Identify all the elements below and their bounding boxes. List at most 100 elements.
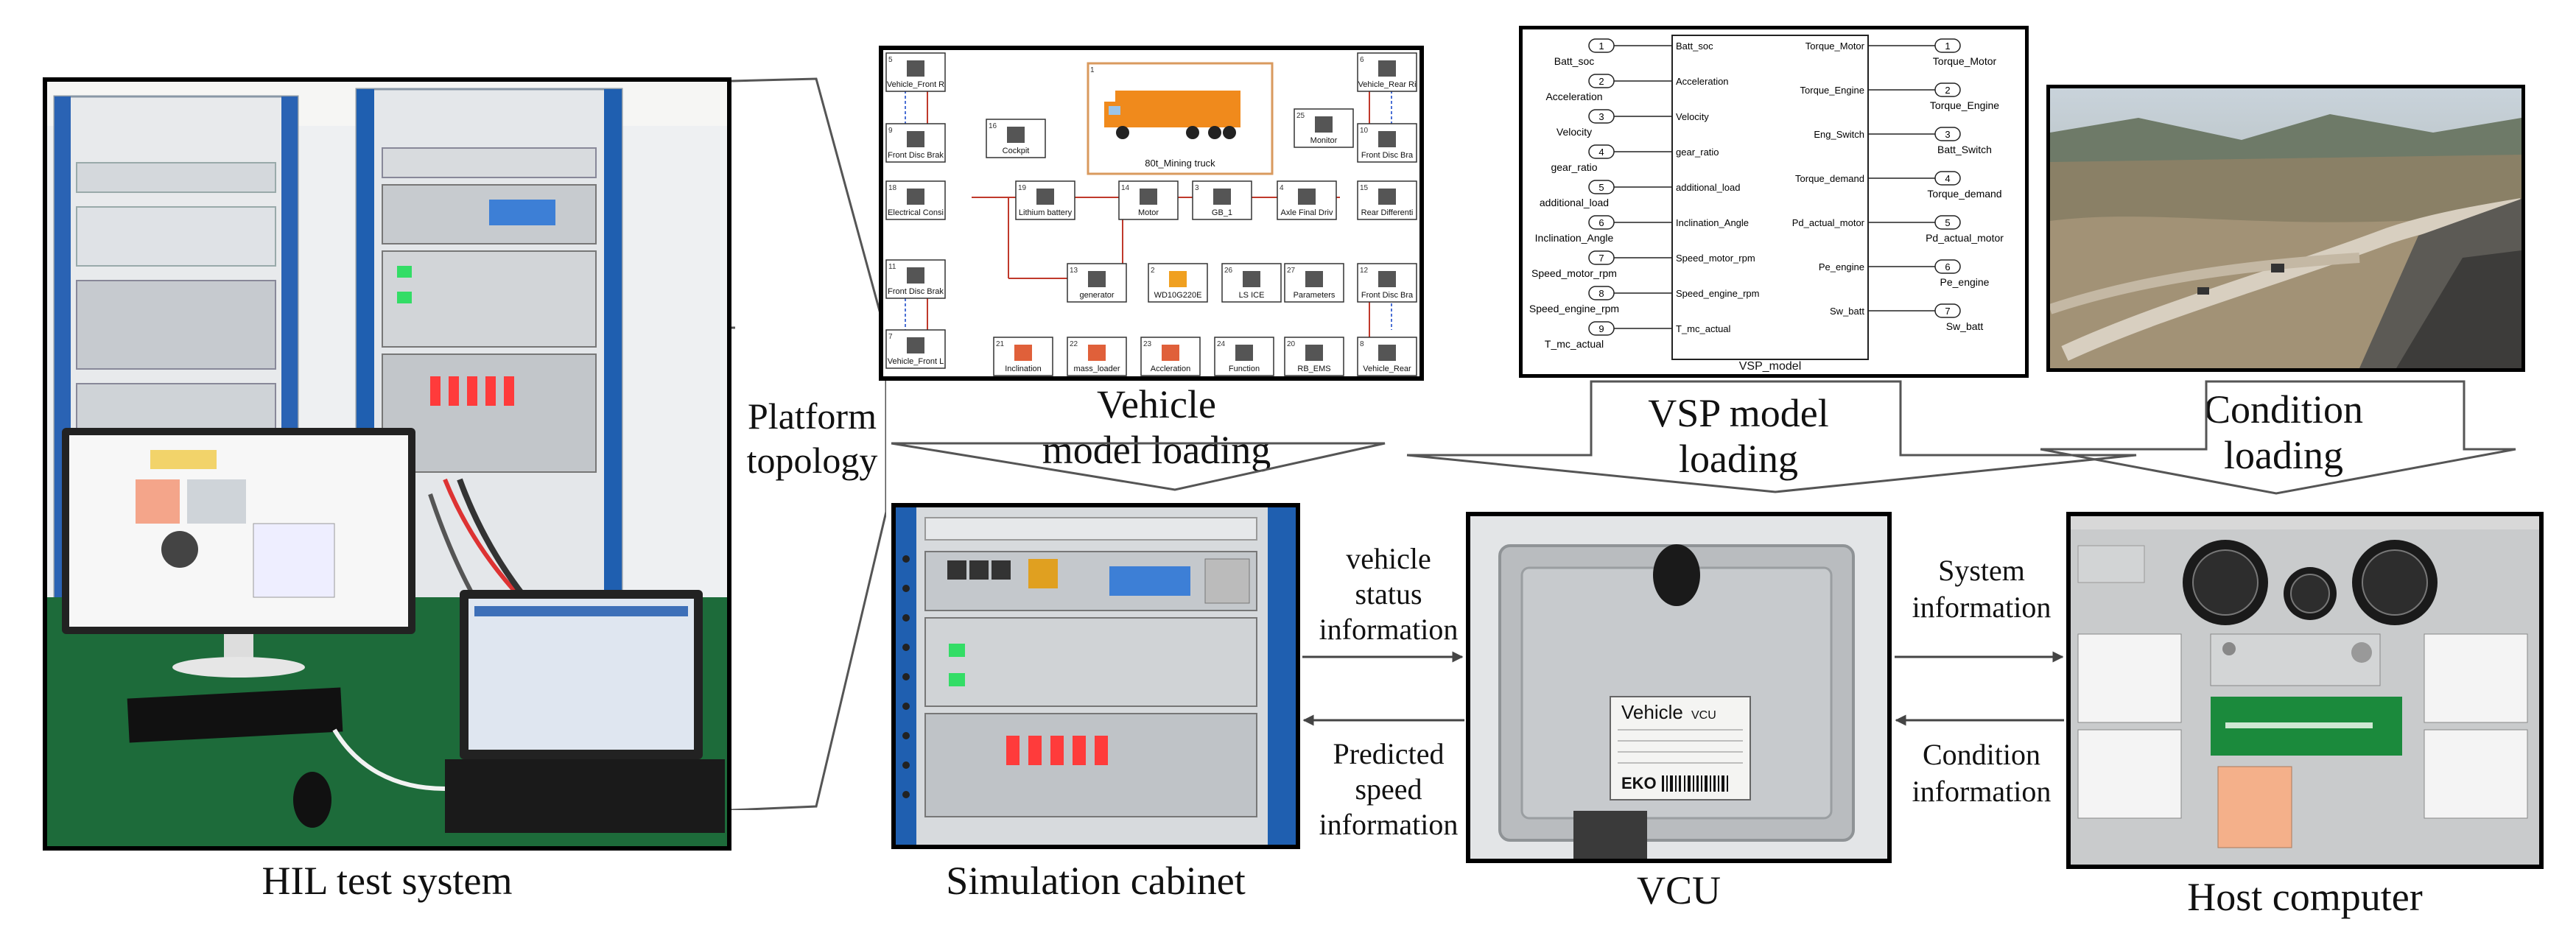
vehicle-model-block-number: 24 [1217, 340, 1226, 348]
vehicle-model-block-icon [1213, 189, 1231, 205]
vsp-output-name: Pe_engine [1940, 276, 1990, 288]
vehicle-model-block-icon [1378, 189, 1396, 205]
vsp-output-name: Torque_Engine [1930, 99, 1999, 111]
vsp-output-port-number: 7 [1945, 306, 1950, 317]
vsp-output-port-label: Pe_engine [1819, 261, 1864, 272]
vsp-model-svg: VSP_model 1Batt_socBatt_soc2Acceleration… [1529, 35, 2004, 373]
vehicle-model-block-icon [1305, 345, 1323, 361]
vehicle-model-block-number: 22 [1070, 340, 1078, 348]
vsp-input-port-number: 3 [1598, 111, 1604, 122]
vehicle-model-block-icon [1088, 345, 1106, 361]
predicted-speed-line2: speed [1355, 773, 1422, 806]
vsp-model-loading-line2: loading [1679, 437, 1798, 481]
vsp-input-name: additional_load [1540, 197, 1609, 208]
vsp-output-port-oval [1934, 127, 1961, 141]
vsp-input-port-number: 2 [1598, 76, 1604, 87]
system-info-line1: System [1938, 554, 2025, 587]
vehicle-model-block-label: generator [1079, 291, 1114, 300]
vehicle-model-block-number: 20 [1287, 340, 1296, 348]
caption-hil-test-system: HIL test system [262, 859, 513, 903]
vsp-output-name: Sw_batt [1946, 320, 1984, 332]
condition-info-line2: information [1912, 775, 2052, 808]
vsp-output-port-label: Torque_Motor [1805, 41, 1865, 52]
vehicle-model-block-number: 21 [996, 340, 1005, 348]
vehicle-model-block-label: Vehicle_Rear [1363, 365, 1411, 373]
vsp-output-name: Torque_Motor [1933, 55, 1997, 67]
platform-topology-wedge [731, 77, 886, 810]
vsp-output-port-oval [1934, 303, 1961, 318]
vsp-input-port-label: Batt_soc [1676, 41, 1713, 52]
label-condition-loading: Condition loading [2107, 387, 2460, 478]
vehicle-model-block-number: 14 [1121, 184, 1130, 192]
hil-test-system-photo [43, 77, 731, 851]
vsp-input-port-label: gear_ratio [1676, 147, 1719, 158]
vehicle-model-block-number: 4 [1280, 184, 1284, 192]
vehicle-model-block-number: 11 [888, 263, 896, 271]
vsp-input-name: Acceleration [1545, 91, 1602, 102]
vsp-input-port-label: T_mc_actual [1676, 323, 1731, 334]
simulation-cabinet-photo [891, 503, 1300, 849]
vehicle-model-block-icon [1088, 271, 1106, 287]
vehicle-model-block-label: Front Disc Brak [888, 287, 944, 296]
vsp-output-port-number: 2 [1945, 85, 1950, 96]
vehicle-model-block-icon [1378, 271, 1396, 287]
vehicle-model-block-label: Rear Differenti [1361, 208, 1414, 217]
condition-loading-line1: Condition [2203, 387, 2364, 432]
vehicle-model-block-number: 25 [1296, 112, 1305, 120]
vsp-output-name: Pd_actual_motor [1926, 232, 2004, 244]
vsp-output-name: Batt_Switch [1937, 144, 1992, 155]
vehicle-model-block-icon [907, 267, 924, 284]
vehicle-model-block-icon [1315, 116, 1333, 133]
vehicle-model-block-label: Vehicle_Front L [888, 357, 944, 366]
vehicle-model-block-number: 7 [888, 333, 893, 341]
vsp-input-port-label: Inclination_Angle [1676, 217, 1749, 228]
vehicle-model-block-number: 15 [1360, 184, 1369, 192]
vsp-input-port-number: 4 [1598, 147, 1604, 158]
label-platform-topology: Platform topology [729, 394, 895, 482]
vehicle-model-block-icon [907, 60, 924, 77]
vehicle-model-block-icon [1235, 345, 1253, 361]
vsp-output-port-label: Eng_Switch [1814, 129, 1864, 140]
vehicle-model-block-label: Accleration [1151, 365, 1190, 373]
vehicle-model-block-icon [1243, 271, 1260, 287]
label-vsp-model-loading: VSP model loading [1562, 390, 1915, 482]
vehicle-model-block-number: 26 [1224, 267, 1233, 275]
vehicle-model-block-number: 8 [1360, 340, 1364, 348]
vsp-input-port-number: 5 [1598, 182, 1604, 193]
vsp-model-title: VSP_model [1739, 360, 1802, 373]
vehicle-status-line2: status [1355, 577, 1422, 610]
vehicle-model-block-label: mass_loader [1074, 365, 1120, 373]
vehicle-model-block-label: GB_1 [1212, 208, 1232, 217]
sim-cabinet-illustration [896, 507, 1296, 845]
vehicle-model-block-icon [907, 337, 924, 353]
vsp-output-port-oval [1934, 215, 1961, 230]
vsp-input-name: gear_ratio [1551, 161, 1597, 173]
vehicle-model-block-box [1357, 180, 1417, 220]
vehicle-model-loading-line2: model loading [1042, 428, 1271, 472]
hil-photo-illustration [47, 82, 727, 846]
host-computer-illustration [2071, 516, 2539, 865]
vehicle-model-block-label: Lithium battery [1019, 208, 1073, 217]
vehicle-model-block: 3GB_1 [1192, 180, 1252, 220]
vehicle-model-block: 22 mass_loader [1067, 337, 1127, 376]
vehicle-model-block-label: WD10G220E [1154, 291, 1202, 300]
vsp-output-port-label: Pd_actual_motor [1792, 217, 1865, 228]
